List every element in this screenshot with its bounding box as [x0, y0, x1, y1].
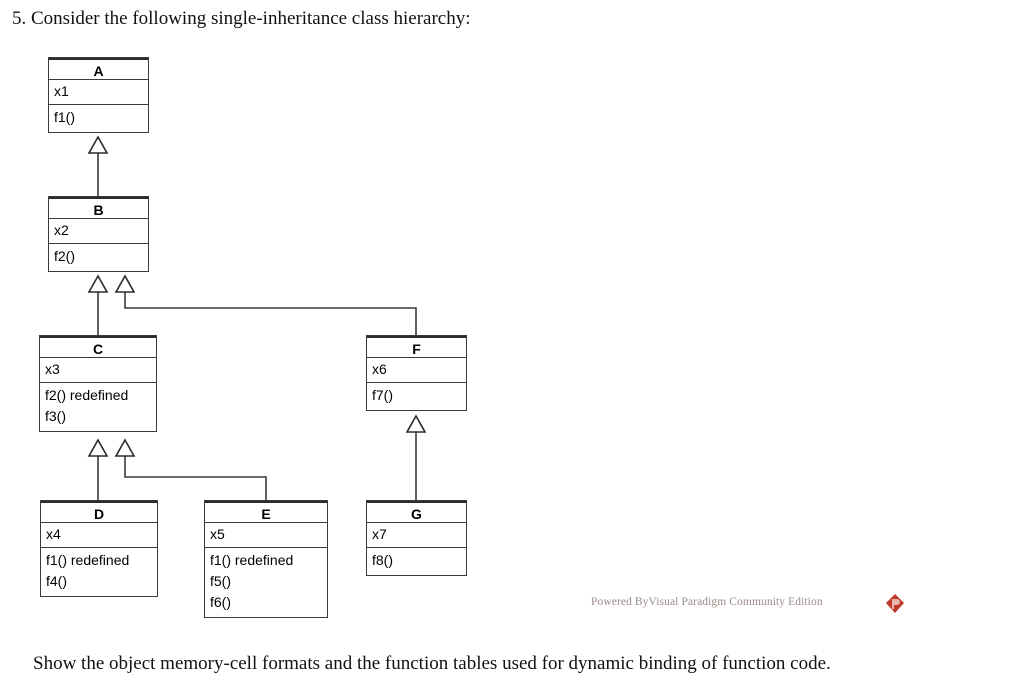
- visual-paradigm-diamond-logo: [886, 594, 904, 613]
- attribute: x1: [54, 83, 69, 99]
- operation: f1(): [54, 109, 75, 125]
- class-operations-F: f7(): [367, 383, 466, 410]
- class-operations-A: f1(): [49, 105, 148, 132]
- operation: f5(): [210, 573, 231, 589]
- class-attributes-D: x4: [41, 523, 157, 548]
- class-box-D[interactable]: D x4 f1() redefined f4(): [40, 500, 158, 597]
- operation: f7(): [372, 387, 393, 403]
- class-name-A: A: [49, 58, 148, 80]
- class-name-G: G: [367, 501, 466, 523]
- class-attributes-E: x5: [205, 523, 327, 548]
- operation: f6(): [210, 594, 231, 610]
- operation: f1() redefined: [210, 552, 294, 568]
- operation: f8(): [372, 552, 393, 568]
- operation: f1() redefined: [46, 552, 130, 568]
- attribute: x5: [210, 526, 225, 542]
- class-attributes-G: x7: [367, 523, 466, 548]
- class-name-C: C: [40, 336, 156, 358]
- class-attributes-A: x1: [49, 80, 148, 105]
- attribute: x2: [54, 222, 69, 238]
- class-operations-G: f8(): [367, 548, 466, 575]
- question-footer: Show the object memory-cell formats and …: [33, 653, 831, 674]
- class-name-E: E: [205, 501, 327, 523]
- operation: f2() redefined: [45, 387, 129, 403]
- attribute: x3: [45, 361, 60, 377]
- operation: f4(): [46, 573, 67, 589]
- class-box-E[interactable]: E x5 f1() redefined f5() f6(): [204, 500, 328, 618]
- generalization-C-to-B: [87, 274, 109, 335]
- class-box-C[interactable]: C x3 f2() redefined f3(): [39, 335, 157, 432]
- class-box-B[interactable]: B x2 f2(): [48, 196, 149, 272]
- class-name-F: F: [367, 336, 466, 358]
- class-operations-B: f2(): [49, 244, 148, 271]
- generalization-G-to-F: [405, 414, 427, 500]
- class-operations-D: f1() redefined f4(): [41, 548, 157, 596]
- question-heading: 5. Consider the following single-inherit…: [12, 8, 471, 29]
- generalization-E-to-C: [114, 438, 267, 500]
- watermark-text: Powered ByVisual Paradigm Community Edit…: [591, 596, 823, 608]
- class-name-B: B: [49, 197, 148, 219]
- attribute: x6: [372, 361, 387, 377]
- class-box-A[interactable]: A x1 f1(): [48, 57, 149, 133]
- class-attributes-B: x2: [49, 219, 148, 244]
- generalization-B-to-A: [87, 135, 109, 196]
- generalization-F-to-B: [114, 274, 417, 335]
- class-attributes-F: x6: [367, 358, 466, 383]
- class-box-G[interactable]: G x7 f8(): [366, 500, 467, 576]
- attribute: x7: [372, 526, 387, 542]
- class-attributes-C: x3: [40, 358, 156, 383]
- operation: f2(): [54, 248, 75, 264]
- class-box-F[interactable]: F x6 f7(): [366, 335, 467, 411]
- class-operations-E: f1() redefined f5() f6(): [205, 548, 327, 617]
- operation: f3(): [45, 408, 66, 424]
- generalization-D-to-C: [87, 438, 109, 500]
- class-operations-C: f2() redefined f3(): [40, 383, 156, 431]
- class-name-D: D: [41, 501, 157, 523]
- attribute: x4: [46, 526, 61, 542]
